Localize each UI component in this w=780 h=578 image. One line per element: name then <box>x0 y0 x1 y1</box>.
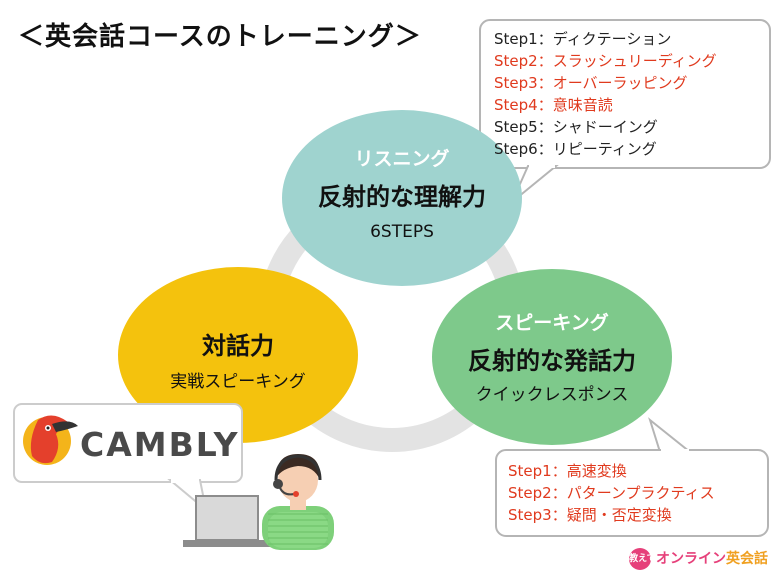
cambly-logo-text: CAMBLY <box>80 425 240 464</box>
listening-circle <box>282 110 522 286</box>
speaking-circle <box>432 269 672 445</box>
speaking-step: Step1：高速変換 <box>508 462 627 480</box>
speaking-text-group: スピーキング 反射的な発話力 クイックレスポンス <box>452 308 652 405</box>
dialogue-text-group: 対話力 実戦スピーキング <box>138 326 338 392</box>
speaking-step: Step2：パターンプラクティス <box>508 484 715 502</box>
listening-step: Step6：リピーティング <box>494 140 657 158</box>
speaking-step: Step3：疑問・否定変換 <box>508 506 672 524</box>
listening-step: Step5：シャドーイング <box>494 118 658 136</box>
site-logo-part2: 英会話 <box>726 551 768 567</box>
dialogue-main: 対話力 <box>202 332 274 360</box>
listening-steps-list: Step1：ディクテーション Step2：スラッシュリーディング Step3：オ… <box>494 28 717 160</box>
speaking-note: クイックレスポンス <box>475 385 629 405</box>
site-logo-badge: 教えて! <box>629 548 660 570</box>
listening-step: Step1：ディクテーション <box>494 30 672 48</box>
laptop-icon <box>183 495 273 547</box>
dialogue-note: 実戦スピーキング <box>170 372 306 392</box>
listening-steps-bubble <box>479 19 771 203</box>
listening-label: リスニング <box>354 148 450 170</box>
page-title: ＜英会話コースのトレーニング＞ <box>18 22 422 52</box>
speaking-label: スピーキング <box>495 312 609 334</box>
speaking-main: 反射的な発話力 <box>468 347 636 375</box>
listening-step: Step2：スラッシュリーディング <box>494 52 717 70</box>
dialogue-circle <box>118 267 358 443</box>
site-logo: 教えて! オンライン英会話 <box>629 548 768 570</box>
site-logo-part1: オンライン <box>656 551 726 567</box>
listening-main: 反射的な理解力 <box>318 183 486 211</box>
cambly-bird-icon <box>23 415 78 465</box>
speaking-steps-list: Step1：高速変換 Step2：パターンプラクティス Step3：疑問・否定変… <box>508 460 715 526</box>
listening-step: Step3：オーバーラッピング <box>494 74 688 92</box>
listening-step: Step4：意味音読 <box>494 96 613 114</box>
operator-person-icon <box>262 454 334 550</box>
listening-text-group: リスニング 反射的な理解力 6STEPS <box>302 144 502 242</box>
speaking-steps-bubble <box>495 417 769 537</box>
listening-note: 6STEPS <box>370 222 434 242</box>
